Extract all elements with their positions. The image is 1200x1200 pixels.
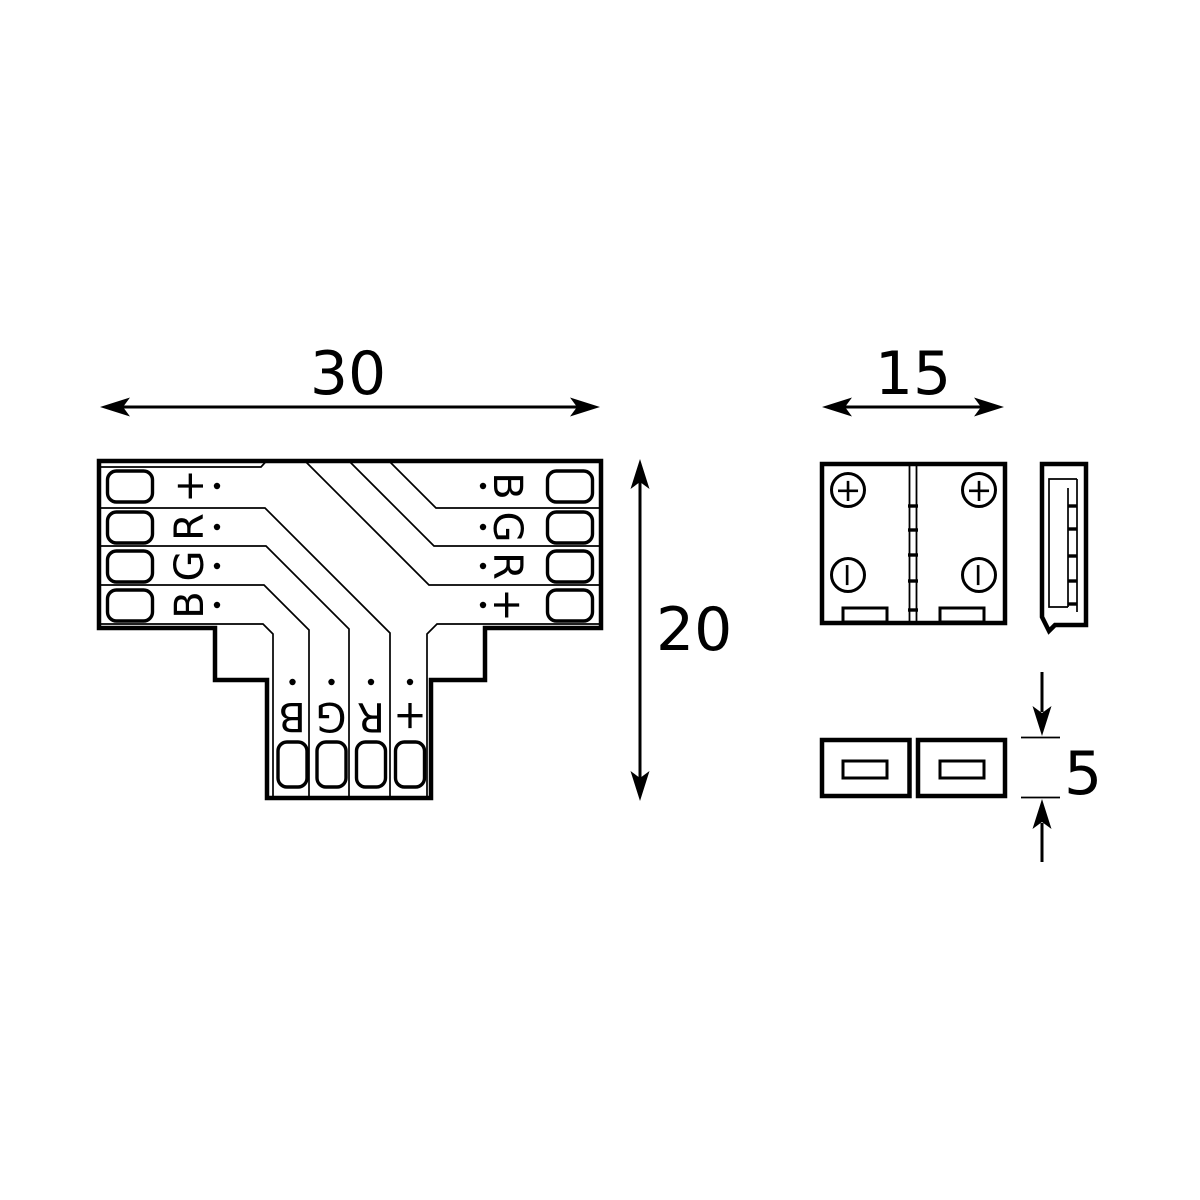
pin-dot [367,678,375,686]
pin-dot [213,482,221,490]
left-pads [105,469,155,623]
solder-pad [545,510,595,545]
solder-pad [545,588,595,623]
solder-pad [105,549,155,584]
solder-pad [393,740,427,789]
board-outline [96,458,604,801]
arrowhead-left-icon [100,397,130,417]
bottom-pin-labels: B G R + [278,693,426,739]
right-pin-label-3: + [484,588,530,622]
solder-pad [276,740,309,789]
arrowhead-down-icon [630,771,650,801]
dimension-5: 5 [1021,672,1102,862]
pin-dot [479,562,487,570]
strip-slot-tab [938,606,986,624]
polarity-minus-label: − [829,562,867,589]
right-pin-label-1: G [484,512,530,543]
dim-15-label: 15 [875,339,951,409]
left-pin-label-2: G [167,551,213,582]
trace-line-right-r-plus [305,461,599,586]
clip-body-outline [819,461,1008,626]
dim-5-label: 5 [1064,739,1102,809]
solder-pad [354,740,388,789]
polarity-circle-minus-right [961,557,997,593]
right-pin-labels: B G R + [484,472,530,621]
strip-slot [841,759,889,780]
polarity-plus-label: + [966,471,993,509]
connector-side-view [1039,461,1089,635]
solder-pad [315,740,348,789]
t-connector-front-view: + R G B B G R + B G R + [96,458,604,801]
trace-line-right-g-r [349,461,599,547]
trace-line-g-b [101,584,310,796]
side-inner-bracket [1048,478,1077,608]
trace-line-plus-r [101,507,391,796]
solder-pad [545,469,595,504]
pin-dot [213,601,221,609]
strip-slot [938,759,986,780]
pin-dot [479,601,487,609]
arrowhead-left-icon [822,397,852,417]
end-body-left [819,737,912,799]
left-pin-label-1: R [167,513,213,541]
right-pin-label-0: B [484,472,530,499]
dim-30-label: 30 [310,339,386,409]
side-outline [1039,461,1089,635]
solder-pad [105,469,155,504]
right-pin-label-2: R [484,552,530,580]
connector-end-view [819,737,1008,799]
pin-dot [479,523,487,531]
left-pin-labels: + R G B [167,469,213,618]
bottom-pads [276,740,427,789]
bottom-pin-label-3: + [393,693,427,739]
dim-20-label: 20 [656,595,732,665]
trace-line-right-plus-margin [426,623,599,796]
polarity-circle-plus-left [830,472,866,508]
arrowhead-down-icon [1032,706,1052,736]
left-pin-label-3: B [167,591,213,618]
strip-slot-tab [841,606,889,624]
polarity-circle-plus-right [961,472,997,508]
pin-dots [213,482,487,686]
connector-top-view: + + − − [819,461,1008,626]
pin-dot [213,562,221,570]
arrowhead-right-icon [974,397,1004,417]
trace-line-b-margin [101,623,274,796]
bottom-pin-label-2: R [357,693,385,739]
left-pin-label-0: + [167,469,213,503]
seam-notches [908,504,918,612]
arrowhead-right-icon [570,397,600,417]
end-body-right [915,737,1008,799]
trace-line-top-inset [101,460,267,468]
solder-pad [105,588,155,623]
polarity-circle-minus-left [830,557,866,593]
solder-pad [105,510,155,545]
pin-dot [213,523,221,531]
polarity-minus-label: − [960,562,998,589]
pin-dot [289,678,296,686]
bottom-pin-label-0: B [278,693,305,739]
pin-dot [479,482,487,490]
trace-line-right-b-g [389,461,599,509]
right-pads [545,469,595,623]
arrowhead-up-icon [1032,799,1052,829]
pin-dot [406,678,414,686]
trace-line-r-g [101,545,350,796]
dimension-15: 15 [822,339,1004,417]
arrowhead-up-icon [630,459,650,489]
dimension-20: 20 [630,459,732,801]
side-inner-channel [1048,478,1078,612]
solder-pad [545,549,595,584]
polarity-plus-label: + [835,471,862,509]
bottom-pin-label-1: G [316,693,347,739]
pin-dot [328,678,335,686]
dimension-30: 30 [100,339,600,417]
